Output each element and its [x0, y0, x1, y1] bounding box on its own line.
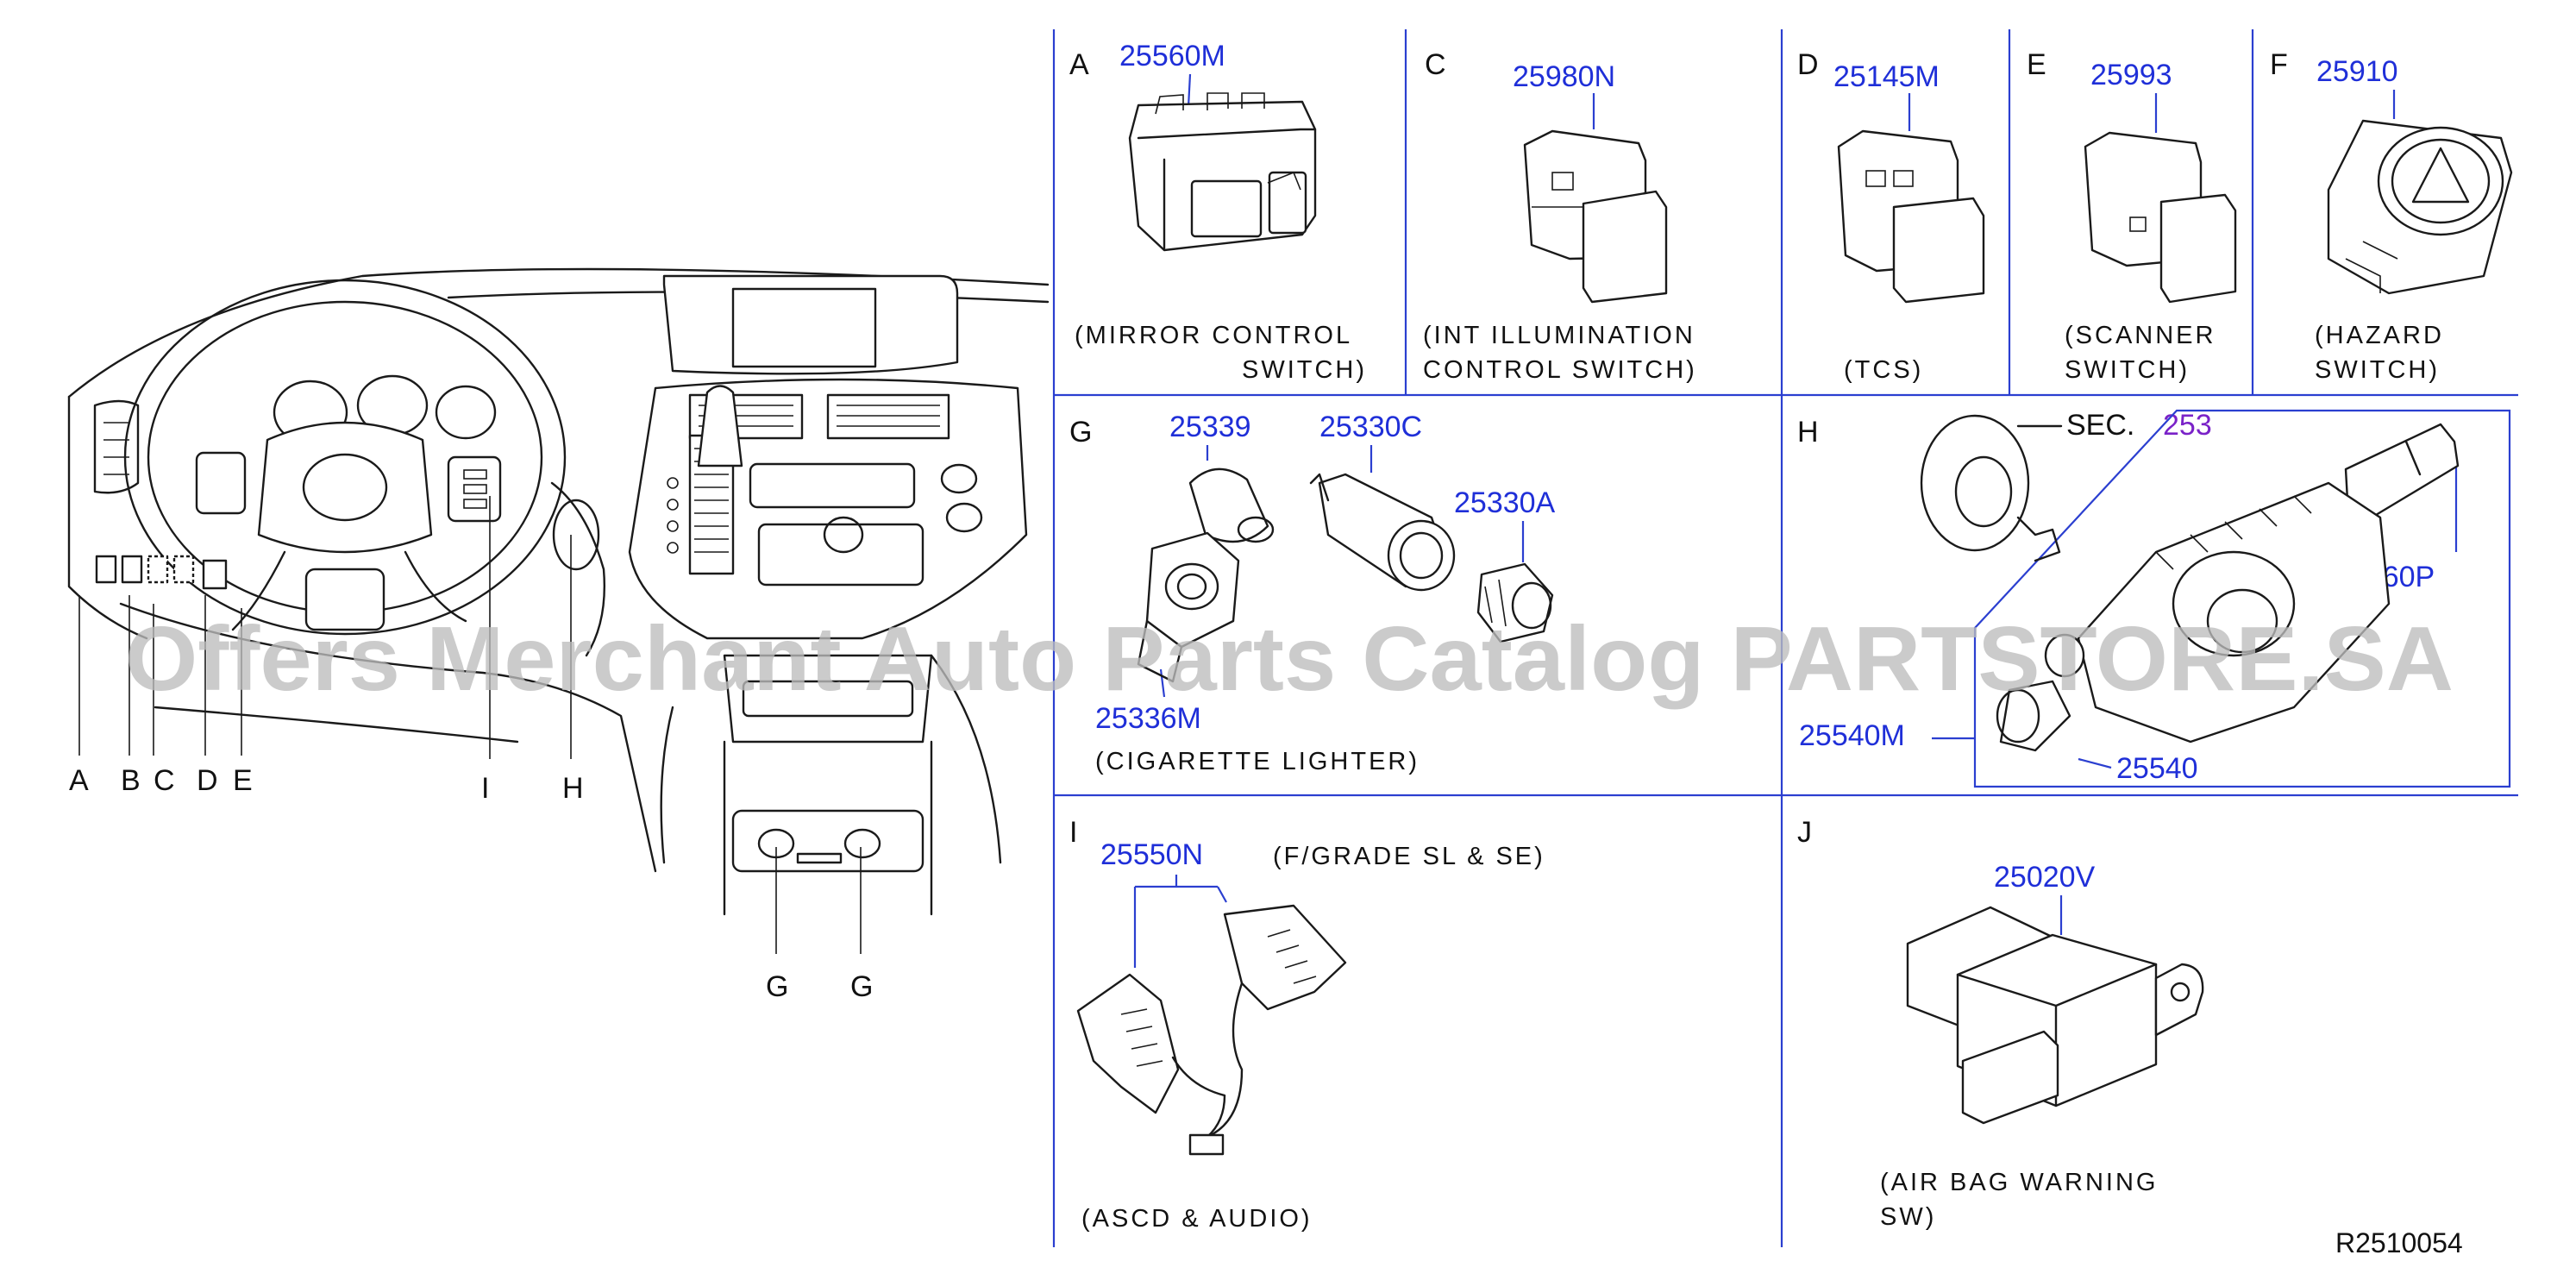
callout-b: B: [121, 764, 141, 797]
panel-e-letter: E: [2027, 48, 2046, 81]
airbag-warning-switch-drawing: [1906, 906, 2204, 1125]
panel-f-letter: F: [2270, 48, 2288, 81]
callout-c: C: [154, 764, 175, 797]
panel-c: C 25980N (INT ILLUMINATION CONTROL SWITC…: [1423, 48, 1697, 384]
panel-h-part-25540: 25540: [2116, 752, 2198, 785]
panel-f-part-number: 25910: [2316, 55, 2398, 88]
panel-c-part-number: 25980N: [1513, 60, 1615, 93]
callout-g-right: G: [850, 970, 873, 1003]
panel-c-caption-line1: (INT ILLUMINATION: [1423, 322, 1695, 349]
panel-f: F 25910 (HAZARD SWITCH): [2270, 48, 2513, 384]
panel-h-sec-number: 253: [2163, 409, 2212, 442]
panel-g-letter: G: [1069, 416, 1092, 449]
panel-d-caption: (TCS): [1844, 356, 1923, 384]
panel-a-letter: A: [1069, 48, 1089, 81]
panel-f-caption-line1: (HAZARD: [2315, 322, 2444, 349]
panel-h: H SEC. 253 25260P 25540M 25540: [1797, 409, 2511, 788]
callout-i: I: [481, 772, 489, 805]
dashboard-drawing: [67, 267, 1050, 954]
panel-i-caption: (ASCD & AUDIO): [1081, 1205, 1313, 1233]
panel-d-part-number: 25145M: [1833, 60, 1940, 93]
callout-h: H: [562, 772, 584, 805]
panel-g-part-25330a: 25330A: [1454, 486, 1556, 519]
panel-e-part-number: 25993: [2090, 59, 2172, 91]
panel-c-caption-line2: CONTROL SWITCH): [1423, 356, 1697, 384]
panel-h-sec-label: SEC.: [2066, 409, 2134, 442]
panel-j-caption-line1: (AIR BAG WARNING: [1880, 1169, 2158, 1196]
callout-a: A: [69, 764, 89, 797]
panel-a-caption-line1: (MIRROR CONTROL: [1075, 322, 1352, 349]
panel-a-part-number: 25560M: [1119, 40, 1225, 72]
hazard-switch-drawing: [2327, 119, 2513, 295]
panel-e: E 25993 (SCANNER SWITCH): [2027, 48, 2237, 384]
panel-g-part-25336m: 25336M: [1095, 702, 1201, 735]
panel-g-part-25330c: 25330C: [1319, 411, 1422, 443]
cigarette-lighter-drawing: [1137, 467, 1554, 683]
panel-f-caption-line2: SWITCH): [2315, 356, 2440, 384]
dashboard-callouts: A B C D E I H G G: [69, 764, 873, 1003]
callout-d: D: [197, 764, 218, 797]
panel-i-letter: I: [1069, 816, 1077, 849]
int-illumination-switch-drawing: [1523, 129, 1668, 304]
panel-d-letter: D: [1797, 48, 1819, 81]
panel-j-part-number: 25020V: [1994, 861, 2096, 894]
mirror-control-switch-drawing: [1128, 92, 1317, 252]
panel-h-part-25540m: 25540M: [1799, 719, 1905, 752]
panel-e-caption-line2: SWITCH): [2065, 356, 2190, 384]
panel-j-caption-line2: SW): [1880, 1203, 1936, 1231]
combination-switch-drawing: [1920, 414, 2460, 752]
panel-j: J 25020V (AIR BAG WARNING SW): [1797, 816, 2204, 1231]
panel-h-letter: H: [1797, 416, 1819, 449]
panel-j-letter: J: [1797, 816, 1812, 849]
panel-d: D 25145M (TCS): [1797, 48, 1985, 384]
panel-c-letter: C: [1425, 48, 1446, 81]
panel-g-caption: (CIGARETTE LIGHTER): [1095, 748, 1420, 775]
panel-i-part-number: 25550N: [1100, 838, 1203, 871]
watermark-text: Offers Merchant Auto Parts Catalog PARTS…: [125, 608, 2454, 710]
panel-g-part-25339: 25339: [1169, 411, 1251, 443]
panel-e-caption-line1: (SCANNER: [2065, 322, 2216, 349]
scanner-switch-drawing: [2084, 131, 2237, 304]
ascd-audio-switch-drawing: [1076, 904, 1347, 1156]
panel-g: G 25339 25330C 25330A 25336M (C: [1069, 411, 1556, 775]
panel-a-caption-line2: SWITCH): [1242, 356, 1367, 384]
panel-a: A 25560M (MIRROR CONTROL SWITCH): [1069, 40, 1367, 384]
panel-grid: [1052, 29, 2518, 1247]
tcs-switch-drawing: [1837, 129, 1985, 304]
callout-g-left: G: [766, 970, 788, 1003]
panel-i-grade-note: (F/GRADE SL & SE): [1273, 843, 1545, 870]
panel-i: I 25550N (F/GRADE SL & SE) (ASCD & AUDIO…: [1069, 816, 1545, 1233]
diagram-reference-number: R2510054: [2335, 1227, 2463, 1258]
callout-e: E: [233, 764, 253, 797]
